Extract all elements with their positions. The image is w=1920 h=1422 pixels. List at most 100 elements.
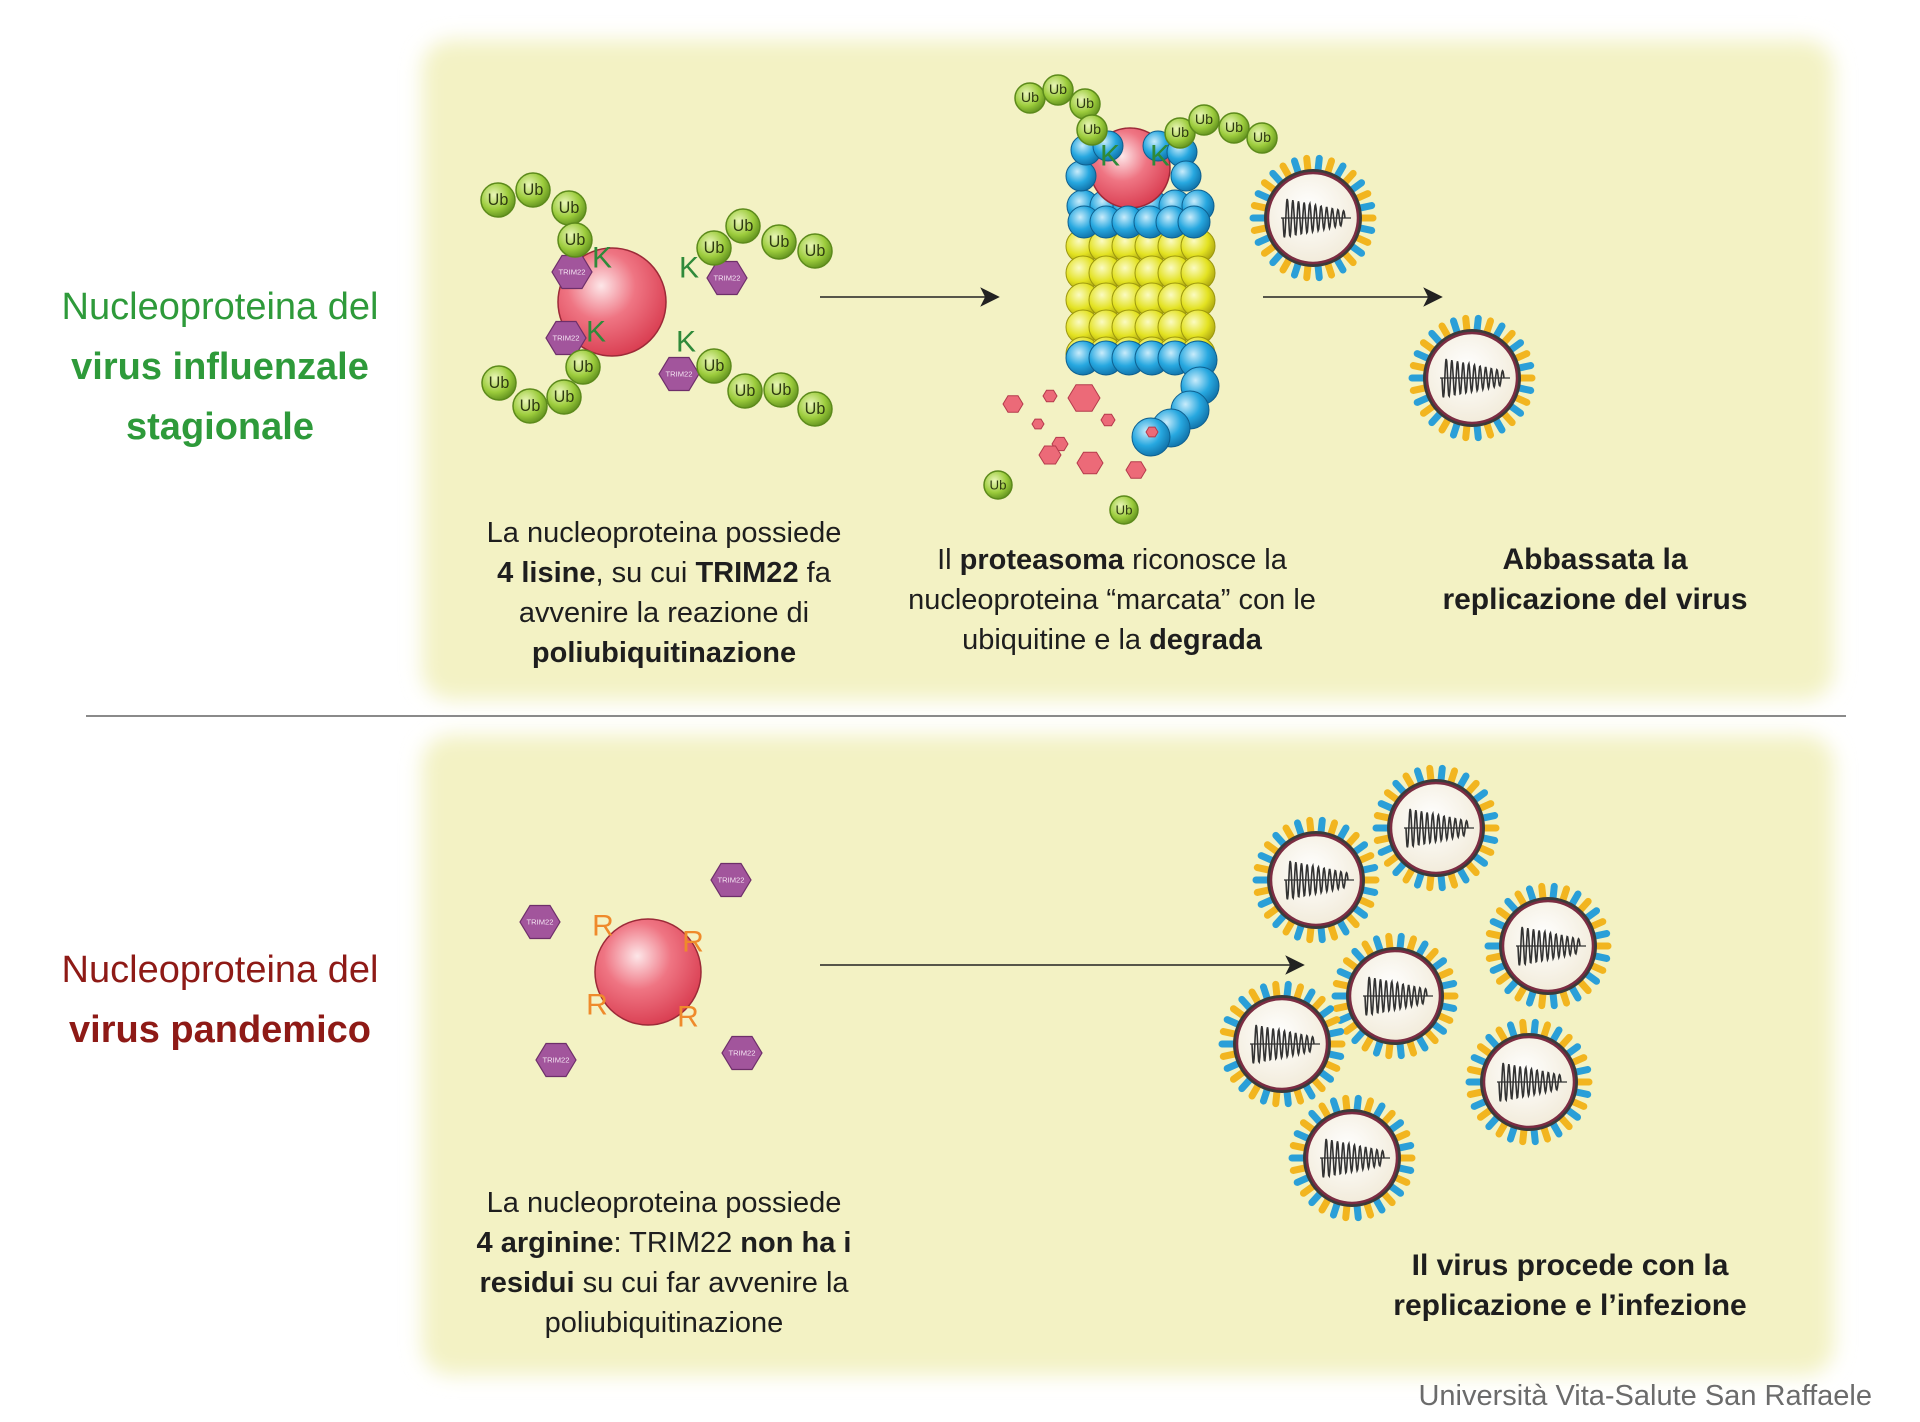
caption-bold-line2: replicazione del virus bbox=[1442, 583, 1748, 616]
ubiquitin-label: Ub bbox=[704, 239, 725, 257]
ubiquitin-label: Ub bbox=[488, 191, 509, 209]
caption-bold: 4 lisine bbox=[497, 557, 596, 589]
caption-text: : TRIM22 bbox=[613, 1227, 741, 1259]
virus-particle-icon bbox=[1249, 154, 1377, 282]
peptide-fragment-icon bbox=[1038, 445, 1062, 465]
proteasome-cap-subunit bbox=[1177, 205, 1211, 239]
ubiquitin-label: Ub bbox=[1195, 112, 1213, 128]
ubiquitin-icon: Ub bbox=[480, 182, 516, 218]
row2-title-line1: Nucleoproteina del bbox=[61, 949, 379, 991]
row1-title: Nucleoproteina del virus influenzale sta… bbox=[30, 277, 410, 457]
caption-bold-line1: Abbassata la bbox=[1502, 543, 1688, 576]
ubiquitin-icon: Ub bbox=[1164, 117, 1196, 149]
ubiquitin-label: Ub bbox=[1049, 82, 1067, 98]
ubiquitin-icon: Ub bbox=[1042, 74, 1074, 106]
trim22-label: TRIM22 bbox=[717, 876, 744, 885]
proteasome-cap-subunit bbox=[1065, 160, 1097, 192]
row1-title-line1: Nucleoproteina del bbox=[61, 286, 379, 328]
caption-text: ubiquitine e la bbox=[962, 624, 1150, 656]
virus-particle-icon bbox=[1408, 314, 1536, 442]
ubiquitin-icon: Ub bbox=[1076, 114, 1108, 146]
ubiquitin-label: Ub bbox=[554, 388, 575, 406]
ubiquitin-icon: Ub bbox=[983, 470, 1013, 500]
ubiquitin-label: Ub bbox=[1083, 122, 1101, 138]
virus-particle-icon bbox=[1465, 1018, 1593, 1146]
ubiquitin-label: Ub bbox=[1116, 503, 1133, 518]
caption-bold: 4 arginine bbox=[476, 1227, 614, 1259]
row1-title-line3: stagionale bbox=[126, 406, 314, 448]
ubiquitin-label: Ub bbox=[1171, 125, 1189, 141]
ubiquitin-label: Ub bbox=[769, 233, 790, 251]
trim22-label: TRIM22 bbox=[728, 1049, 755, 1058]
row2-title: Nucleoproteina del virus pandemico bbox=[30, 940, 410, 1060]
ubiquitin-icon: Ub bbox=[1246, 122, 1278, 154]
arginine-residue: R bbox=[592, 910, 614, 943]
ubiquitin-label: Ub bbox=[990, 478, 1007, 493]
ubiquitin-label: Ub bbox=[489, 374, 510, 392]
ubiquitin-icon: Ub bbox=[761, 224, 797, 260]
trim22-icon: TRIM22 bbox=[721, 1035, 763, 1071]
caption-bold: poliubiquitinazione bbox=[531, 637, 797, 669]
caption-text: riconosce la bbox=[1124, 544, 1287, 576]
ubiquitin-icon: Ub bbox=[727, 373, 763, 409]
ubiquitin-icon: Ub bbox=[696, 230, 732, 266]
trim22-icon: TRIM22 bbox=[706, 260, 748, 296]
ubiquitin-label: Ub bbox=[573, 358, 594, 376]
trim22-label: TRIM22 bbox=[526, 918, 553, 927]
peptide-fragment-icon bbox=[1002, 395, 1024, 413]
ubiquitin-label: Ub bbox=[735, 382, 756, 400]
caption-bold-line2: replicazione e l’infezione bbox=[1393, 1289, 1747, 1322]
virus-particle-icon bbox=[1288, 1094, 1416, 1222]
ubiquitin-label: Ub bbox=[805, 400, 826, 418]
ubiquitin-label: Ub bbox=[1076, 96, 1094, 112]
ubiquitin-icon: Ub bbox=[696, 348, 732, 384]
ubiquitin-icon: Ub bbox=[1188, 104, 1220, 136]
caption-bold: non ha i bbox=[740, 1227, 852, 1259]
caption-bold: degrada bbox=[1149, 624, 1262, 656]
nucleoprotein-icon bbox=[594, 918, 702, 1026]
virus-particle-icon bbox=[1218, 980, 1346, 1108]
row1-title-line2: virus influenzale bbox=[71, 346, 369, 388]
peptide-fragment-icon bbox=[1031, 418, 1045, 430]
caption-text: La nucleoproteina possiede bbox=[486, 517, 842, 549]
caption-bold: TRIM22 bbox=[695, 557, 799, 589]
ubiquitin-icon: Ub bbox=[565, 349, 601, 385]
ubiquitin-icon: Ub bbox=[725, 208, 761, 244]
arginine-residue: R bbox=[586, 989, 608, 1022]
ubiquitin-icon: Ub bbox=[797, 391, 833, 427]
lysine-residue: K bbox=[592, 242, 612, 275]
caption-text: fa bbox=[798, 557, 831, 589]
caption-text: , su cui bbox=[595, 557, 696, 589]
ubiquitin-label: Ub bbox=[805, 242, 826, 260]
peptide-fragment-icon bbox=[1145, 426, 1159, 438]
lysine-residue: K bbox=[679, 252, 699, 285]
ubiquitin-icon: Ub bbox=[1014, 82, 1046, 114]
row2-step3-caption: Il virus procede con la replicazione e l… bbox=[1350, 1246, 1790, 1326]
ubiquitin-label: Ub bbox=[733, 217, 754, 235]
row1-step2-caption: Il proteasoma riconosce la nucleoprotein… bbox=[872, 540, 1352, 660]
trim22-label: TRIM22 bbox=[552, 334, 579, 343]
caption-bold: proteasoma bbox=[959, 544, 1125, 576]
ubiquitin-label: Ub bbox=[1225, 120, 1243, 136]
arrows bbox=[820, 287, 1443, 975]
trim22-icon: TRIM22 bbox=[658, 356, 700, 392]
caption-text: avvenire la reazione di bbox=[518, 597, 810, 629]
ubiquitin-label: Ub bbox=[704, 357, 725, 375]
peptide-fragment-icon bbox=[1100, 413, 1116, 427]
lysine-residue: K bbox=[1150, 140, 1170, 173]
caption-text: nucleoproteina “marcata” con le bbox=[908, 584, 1316, 616]
ubiquitin-label: Ub bbox=[559, 199, 580, 217]
ubiquitin-label: Ub bbox=[1021, 90, 1039, 106]
ubiquitin-icon: Ub bbox=[1218, 112, 1250, 144]
trim22-label: TRIM22 bbox=[558, 268, 585, 277]
ubiquitin-label: Ub bbox=[520, 397, 541, 415]
peptide-fragment-icon bbox=[1125, 461, 1147, 479]
caption-bold: residui bbox=[479, 1267, 575, 1299]
ubiquitin-icon: Ub bbox=[763, 372, 799, 408]
row2-title-line2: virus pandemico bbox=[69, 1009, 371, 1051]
caption-text: su cui far avvenire la bbox=[574, 1267, 849, 1299]
ubiquitin-icon: Ub bbox=[1109, 495, 1139, 525]
ubiquitin-label: Ub bbox=[523, 181, 544, 199]
lysine-residue: K bbox=[586, 316, 606, 349]
